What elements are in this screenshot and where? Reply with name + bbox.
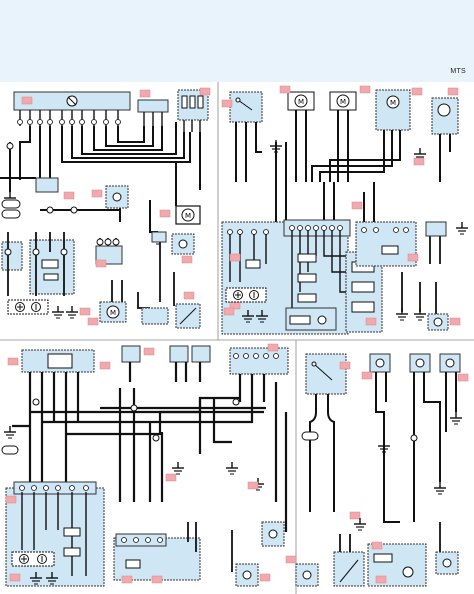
section-bottom-left bbox=[1, 343, 289, 587]
header-band: MTS bbox=[0, 0, 474, 82]
section-top-right: M M M bbox=[221, 85, 469, 335]
svg-text:M: M bbox=[110, 309, 116, 317]
diagram-code: MTS bbox=[450, 68, 466, 75]
svg-text:M: M bbox=[340, 98, 346, 106]
section-top-left: M M bbox=[0, 87, 211, 329]
lamp-symbol bbox=[66, 95, 78, 107]
motor-symbol: M bbox=[175, 205, 201, 225]
relay-coil bbox=[245, 253, 317, 303]
relay-coil bbox=[41, 259, 59, 281]
section-bottom-right bbox=[285, 353, 469, 587]
wiring-diagram: M M bbox=[0, 82, 474, 594]
section-dividers bbox=[0, 82, 474, 594]
svg-text:M: M bbox=[185, 212, 191, 220]
battery-symbol bbox=[7, 299, 49, 315]
svg-text:M: M bbox=[298, 98, 304, 106]
svg-text:M: M bbox=[390, 99, 396, 107]
